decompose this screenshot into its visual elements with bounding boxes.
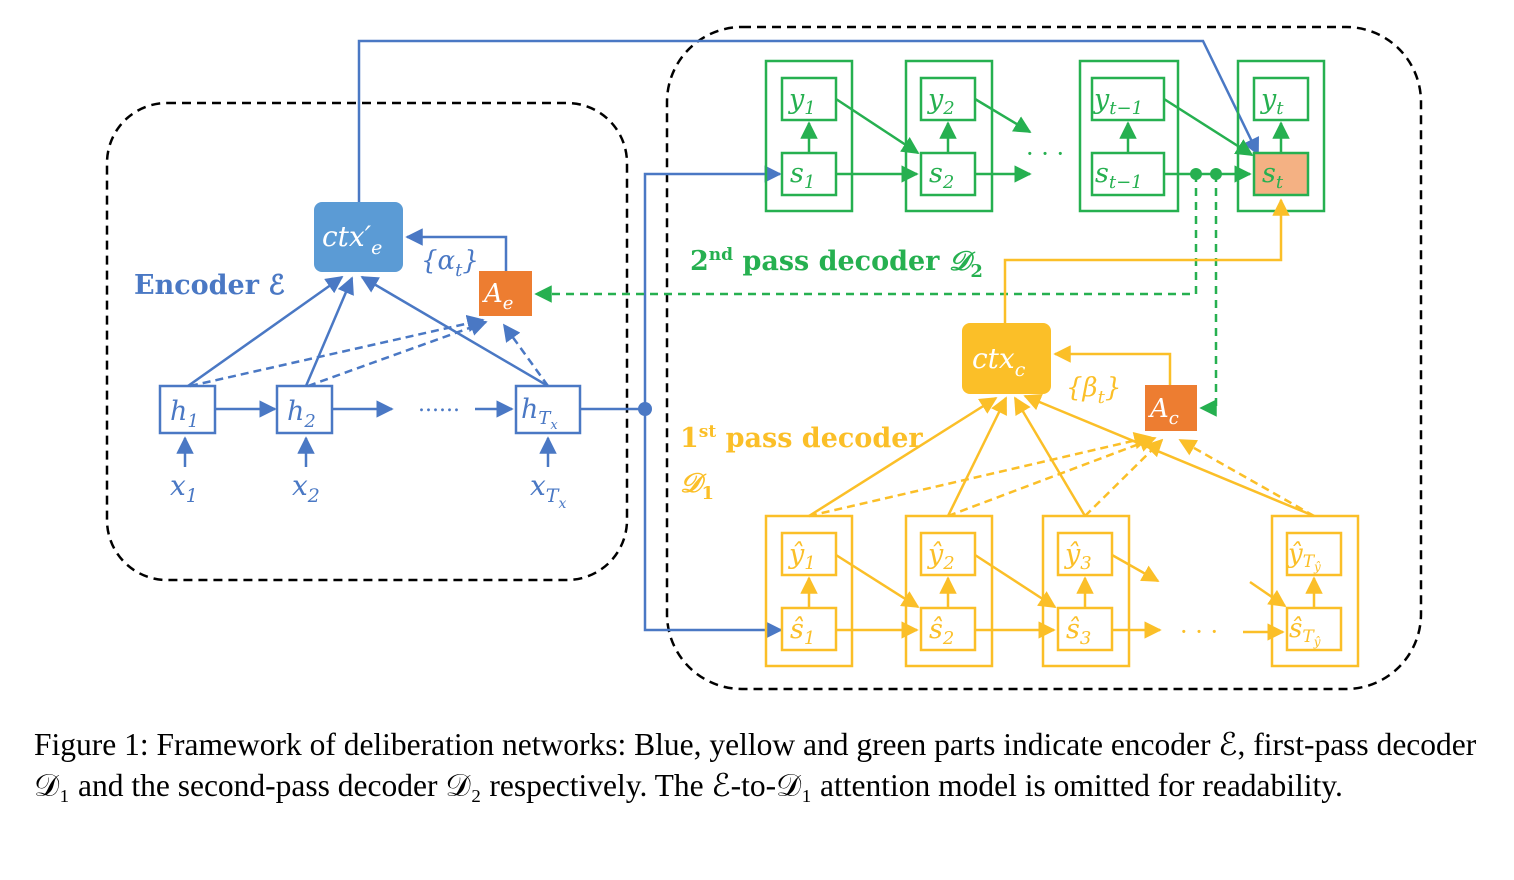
- d2-cell-2: [904, 59, 994, 213]
- d2-ellipsis: · · ·: [1026, 140, 1064, 168]
- second-pass-title: 2nd pass decoder 𝒟2: [690, 245, 983, 282]
- d1-shat2-label: ŝ2: [929, 614, 954, 649]
- d2-yt-label: yt: [1260, 84, 1284, 119]
- d1-ellipsis: · · ·: [1180, 618, 1218, 646]
- d1-arrow-y2-s3: [974, 553, 1057, 609]
- d2-arrow-yt-1-st: [1163, 97, 1254, 157]
- figure-caption: Figure 1: Framework of deliberation netw…: [34, 727, 1477, 803]
- d2-cell-t-1: [1078, 59, 1180, 213]
- d2-arrow-y2-next: [974, 97, 1032, 134]
- d2-st-label: st: [1262, 158, 1284, 193]
- d2-arrow-y1-s2: [835, 97, 920, 155]
- arrow-junction-shat1: [643, 409, 783, 639]
- alpha-weights-label: {αt}: [421, 246, 479, 281]
- first-pass-decoder: ŷ1 ŷ2 ŷ3 ŷTŷ ŝ1 ŝ2 ŝ3 ŝTŷ · · ·: [680, 198, 1360, 668]
- d1-dashed-cell2-Ac: [947, 435, 1157, 518]
- d1-shat3-label: ŝ3: [1066, 614, 1091, 649]
- d1-shat1-label: ŝ1: [790, 614, 815, 649]
- d1-yhat2-label: ŷ2: [927, 539, 955, 574]
- d1-arrow-y3-next: [1111, 553, 1160, 583]
- encoder-ellipsis: ......: [418, 392, 460, 417]
- d1-arrow-y1-s2: [835, 553, 920, 609]
- dashed-h1-Ae: [189, 314, 485, 388]
- arrow-h2-ctxe: [304, 276, 354, 387]
- hidden-hTx-label: hTx: [521, 394, 558, 433]
- d2-y2-label: y2: [927, 84, 955, 119]
- d2-st-1-label: st−1: [1095, 158, 1143, 193]
- d2-s2-label: s2: [929, 158, 954, 193]
- arrow-h1-ctxe: [187, 275, 344, 388]
- input-x1: x1: [170, 469, 198, 507]
- arrow-junction-s1: [643, 165, 782, 409]
- d2-y1-box: [780, 76, 838, 122]
- decoder-attention-label: Ac: [1148, 394, 1179, 429]
- d1-yhatT-box: [1285, 531, 1343, 577]
- input-x2: x2: [292, 469, 320, 507]
- d2-dashed-to-Ac: [1199, 174, 1218, 417]
- hidden-h1-label: h1: [170, 396, 199, 432]
- d1-yhatT-label: ŷTŷ: [1287, 539, 1321, 574]
- d1-arrow-cellT-ctxc: [1023, 393, 1315, 518]
- first-pass-title: 1st pass decoder: [680, 422, 923, 454]
- d1-arrow-cell1-ctxc: [808, 396, 998, 518]
- input-xTx: xTx: [530, 469, 566, 512]
- encoder-context-label: ctx′e: [322, 220, 382, 259]
- d2-s1-label: s1: [790, 158, 815, 193]
- first-pass-title-math: 𝒟1: [680, 468, 714, 504]
- d1-dashed-cellT-Ac: [1178, 438, 1315, 518]
- hidden-h2-label: h2: [287, 396, 316, 432]
- d1-shatT-box: [1285, 606, 1343, 652]
- encoder-attention-box: [479, 271, 532, 316]
- d1-arrow-cell2-ctxc: [946, 396, 1008, 517]
- deliberation-network-diagram: x1 x2 xTx h1 h2 hTx ...... ctx′e Ae: [105, 25, 1423, 691]
- decoder-context-label: ctxc: [972, 342, 1026, 381]
- d2-yt-box: [1252, 76, 1310, 122]
- d1-yhat3-box: [1056, 531, 1114, 577]
- encoder-title: Encoder ℰ: [134, 270, 285, 301]
- d1-arrow-Ac-ctxc: [1053, 345, 1172, 385]
- d1-dashed-cell1-Ac: [808, 432, 1152, 518]
- d2-y2-box: [919, 76, 977, 122]
- d1-dashed-cell3-Ac: [1084, 438, 1164, 517]
- d1-arrow-prev-sT-diag: [1249, 580, 1287, 608]
- d2-yt-1-label: yt−1: [1093, 84, 1143, 119]
- d1-arrow-ctxc-st: [1003, 198, 1290, 323]
- decoder-context-box: [962, 323, 1051, 394]
- beta-weights-label: {βt}: [1066, 373, 1121, 408]
- encoder-context-box: [314, 202, 403, 272]
- decoder-attention-box: [1145, 385, 1197, 431]
- d1-yhat2-box: [919, 531, 977, 577]
- encoder-group-boundary: [105, 101, 629, 582]
- dashed-h2-Ae: [307, 319, 488, 388]
- d1-yhat1-box: [780, 531, 838, 577]
- d1-shatT-label: ŝTŷ: [1289, 614, 1321, 649]
- d1-yhat3-label: ŷ3: [1064, 539, 1092, 574]
- d2-cell-1: [764, 59, 854, 213]
- dashed-hTx-Ae: [502, 323, 550, 387]
- decoder-group-boundary: [665, 25, 1423, 691]
- d2-s2-box: [919, 151, 977, 197]
- hidden-box-hTx: [514, 384, 582, 435]
- arrow-Ae-ctxe: [405, 228, 508, 271]
- encoder: x1 x2 xTx h1 h2 hTx ...... ctx′e Ae: [134, 39, 1260, 639]
- encoder-attention-label: Ae: [482, 279, 513, 314]
- arrow-hTx-ctxe: [360, 275, 549, 388]
- arrow-ctxe-st: [357, 39, 1260, 202]
- second-pass-decoder: y1 y2 yt−1 yt s1 s2 st−1 st · · ·: [534, 59, 1326, 417]
- d1-yhat1-label: ŷ1: [788, 539, 816, 574]
- d2-dashed-to-Ae: [534, 174, 1198, 303]
- d2-y1-label: y1: [788, 84, 816, 119]
- d1-arrow-cell3-ctxc: [1013, 396, 1087, 517]
